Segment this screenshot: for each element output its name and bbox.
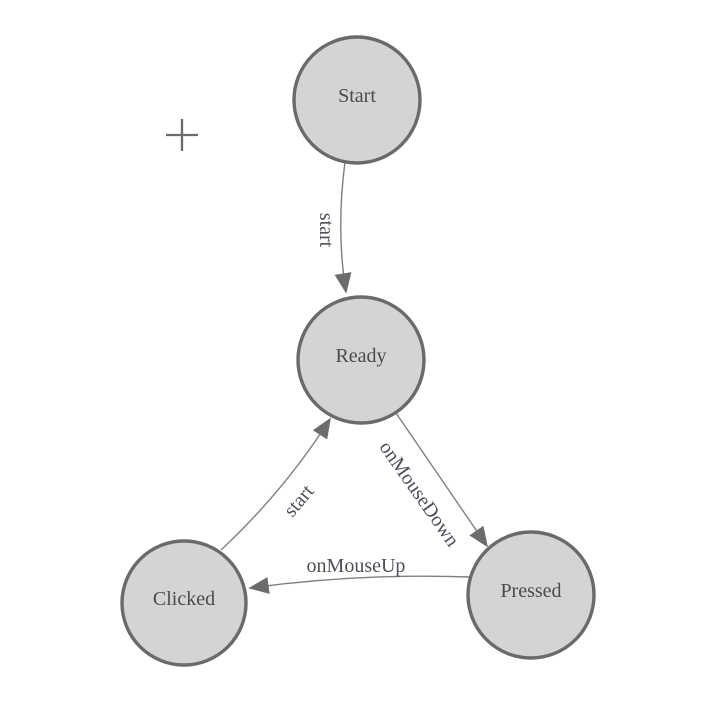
node-circle-clicked[interactable] bbox=[120, 539, 248, 667]
crosshair-cursor-icon bbox=[166, 119, 198, 151]
edge-label-clicked-to-ready: start bbox=[280, 480, 319, 521]
edge-pressed-to-clicked[interactable] bbox=[248, 575, 471, 594]
edge-ready-to-pressed[interactable] bbox=[395, 412, 488, 548]
node-circle-pressed[interactable] bbox=[466, 530, 596, 660]
node-label-pressed: Pressed bbox=[500, 580, 561, 602]
edge-start-to-ready[interactable] bbox=[334, 161, 352, 294]
edge-clicked-to-ready[interactable] bbox=[220, 417, 331, 551]
node-pressed[interactable]: Pressed bbox=[466, 530, 596, 660]
node-label-ready: Ready bbox=[335, 345, 386, 367]
edge-label-start-to-ready: start bbox=[315, 213, 337, 248]
node-label-start: Start bbox=[338, 85, 376, 107]
edge-label-pressed-to-clicked: onMouseUp bbox=[307, 555, 406, 577]
node-circle-ready[interactable] bbox=[296, 295, 426, 425]
node-label-clicked: Clicked bbox=[153, 588, 215, 610]
edge-label-ready-to-pressed: onMouseDown bbox=[375, 437, 464, 551]
node-ready[interactable]: Ready bbox=[296, 295, 426, 425]
node-circle-start[interactable] bbox=[292, 35, 422, 165]
node-start[interactable]: Start bbox=[292, 35, 422, 165]
node-clicked[interactable]: Clicked bbox=[120, 539, 248, 667]
